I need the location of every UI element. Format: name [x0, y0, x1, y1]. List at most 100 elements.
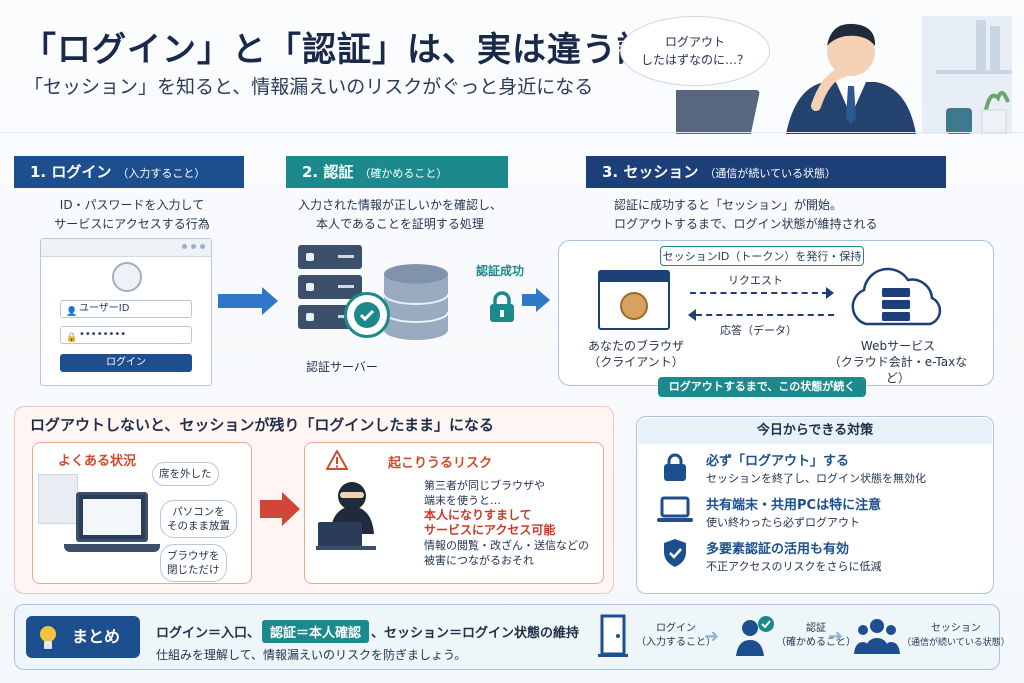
browser-label-1: あなたのブラウザ — [587, 339, 684, 353]
summary-login: ログイン＝入口、 — [156, 626, 261, 641]
auth-server-label: 認証サーバー — [306, 360, 378, 374]
flow-2-label: 認証 — [806, 623, 826, 634]
step-session-title: 3. セッション — [602, 163, 699, 181]
shield-icon — [664, 539, 686, 567]
window-background — [38, 474, 78, 524]
session-continue-pill: ログアウトするまで、この状態が続く — [658, 377, 866, 397]
flow-arrow-2: ➜ — [828, 626, 844, 647]
web-label-2: （クラウド会計・e-Taxなど） — [828, 355, 968, 385]
risk-description: 第三者が同じブラウザや 端末を使うと… 本人になりすまして サービスにアクセス可… — [424, 478, 596, 576]
response-arrow-head — [688, 309, 696, 321]
flow-step-1: ログイン （入力すること） — [636, 622, 716, 650]
step-auth-note: （確かめること） — [359, 167, 448, 180]
step-session-description: 認証に成功すると「セッション」が開始。 ログアウトするまで、ログイン状態が維持さ… — [614, 196, 878, 234]
thought-bubble: ログアウト したはずなのに…？ — [620, 16, 770, 86]
cm-item-2-desc: 使い終わったら必ずログアウト — [706, 516, 860, 529]
database-icon — [383, 264, 449, 340]
arrow-login-to-auth — [218, 294, 264, 308]
warning-title: ログアウトしないと、セッションが残り「ログインしたまま」になる — [30, 416, 494, 434]
situation-bubble-2: パソコンを そのまま放置 — [160, 500, 237, 538]
flow-step-3: セッション （通信が続いている状態） — [902, 622, 1010, 650]
laptop-icon — [76, 492, 148, 542]
risk-tag: 起こりうるリスク — [388, 456, 493, 471]
client-browser-label: あなたのブラウザ （クライアント） — [586, 338, 686, 370]
check-icon — [344, 292, 390, 338]
cloud-server-icon — [851, 267, 942, 326]
step-login-header: 1. ログイン （入力すること） — [14, 156, 244, 188]
cookie-icon — [620, 292, 648, 320]
situation-bubble-1: 席を外した — [152, 462, 219, 486]
risk-line-4: サービスにアクセス可能 — [424, 523, 556, 537]
cm-item-1-title: 必ず「ログアウト」する — [706, 454, 850, 469]
bubble-line-1: ログアウト — [664, 35, 725, 49]
situation-bubble-3: ブラウザを 閉じただけ — [160, 544, 227, 582]
risk-line-5: 情報の閲覧・改ざん・送信などの — [424, 539, 589, 552]
padlock-icon — [490, 291, 514, 322]
cm-item-1-desc: セッションを終了し、ログイン状態を無効化 — [706, 472, 926, 485]
auth-desc-2: 本人であることを証明する処理 — [316, 217, 484, 231]
user-id-field[interactable]: 👤ユーザーID — [60, 300, 192, 318]
flow-step-2: 認証 （確かめること） — [776, 622, 856, 650]
warning-triangle-icon — [326, 450, 348, 470]
auth-success-label: 認証成功 — [476, 264, 525, 278]
web-label-1: Webサービス — [860, 339, 936, 353]
door-icon — [598, 614, 628, 657]
step-auth-header: 2. 認証 （確かめること） — [286, 156, 508, 188]
response-label: 応答（データ） — [720, 324, 797, 337]
summary-panel — [14, 604, 1000, 670]
user-avatar-icon — [112, 262, 142, 292]
request-label: リクエスト — [728, 274, 783, 287]
padlock-icon — [664, 453, 686, 481]
flow-3-note: （通信が続いている状態） — [902, 638, 1010, 648]
page-subtitle: 「セッション」を知ると、情報漏えいのリスクがぐっと身近になる — [24, 76, 594, 98]
businessman-illustration — [676, 16, 1012, 134]
login-desc-2: サービスにアクセスする行為 — [54, 217, 210, 231]
step-auth-description: 入力された情報が正しいかを確認し、 本人であることを証明する処理 — [290, 196, 510, 234]
situation-tag: よくある状況 — [58, 454, 137, 469]
window-title-bar — [41, 239, 211, 257]
step-session-note: （通信が続いている状態） — [704, 167, 837, 180]
countermeasures-panel — [636, 416, 994, 594]
arrow-auth-to-session-head — [536, 288, 550, 312]
step-login-title: 1. ログイン — [30, 163, 112, 181]
user-id-placeholder: ユーザーID — [79, 303, 130, 314]
cm-item-2-title: 共有端末・共用PCは特に注意 — [706, 498, 882, 513]
risk-line-1: 第三者が同じブラウザや — [424, 479, 545, 492]
verified-user-icon — [736, 616, 774, 656]
flow-arrow-1: ➜ — [704, 626, 720, 647]
lock-icon: 🔒 — [66, 333, 78, 343]
step-session-header: 3. セッション （通信が続いている状態） — [586, 156, 946, 188]
auth-desc-1: 入力された情報が正しいかを確認し、 — [297, 198, 502, 212]
arrow-login-to-auth-head — [262, 287, 278, 315]
session-token-pill: セッションID（トークン）を発行・保持 — [660, 246, 864, 266]
step-login-description: ID・パスワードを入力して サービスにアクセスする行為 — [52, 196, 212, 234]
web-service-label: Webサービス （クラウド会計・e-Taxなど） — [828, 338, 968, 386]
bubble-line-2: したはずなのに…？ — [640, 53, 749, 67]
flow-2-note: （確かめること） — [776, 637, 856, 648]
hacker-icon — [316, 482, 376, 550]
risk-line-3: 本人になりすまして — [424, 508, 532, 522]
password-field[interactable]: 🔒•••••••• — [60, 326, 192, 344]
laptop-icon — [657, 496, 693, 522]
login-button[interactable]: ログイン — [60, 354, 192, 372]
request-arrow-head — [826, 287, 834, 299]
step-auth-title: 2. 認証 — [302, 163, 354, 181]
risk-line-6: 被害につながるおそれ — [424, 554, 534, 567]
cm-item-3-title: 多要素認証の活用も有効 — [706, 542, 850, 557]
response-arrow — [696, 314, 834, 316]
summary-session: 、セッション＝ログイン状態の維持 — [371, 626, 580, 641]
session-desc-1: 認証に成功すると「セッション」が開始。 — [614, 198, 843, 212]
header-divider — [0, 132, 1024, 133]
session-desc-2: ログアウトするまで、ログイン状態が維持される — [614, 217, 878, 231]
flow-1-note: （入力すること） — [636, 637, 716, 648]
step-login-note: （入力すること） — [117, 167, 206, 180]
request-arrow — [690, 292, 828, 294]
summary-line-2: 仕組みを理解して、情報漏えいのリスクを防ぎましょう。 — [156, 648, 467, 662]
users-group-icon — [854, 619, 900, 654]
summary-line-1: ログイン＝入口、認証＝本人確認、セッション＝ログイン状態の維持 — [156, 620, 579, 643]
user-icon: 👤 — [66, 307, 78, 317]
red-arrow-head — [282, 492, 300, 526]
arrow-auth-to-session — [522, 294, 538, 306]
flow-3-label: セッション — [930, 623, 981, 634]
cm-item-3-desc: 不正アクセスのリスクをさらに低減 — [706, 560, 882, 573]
